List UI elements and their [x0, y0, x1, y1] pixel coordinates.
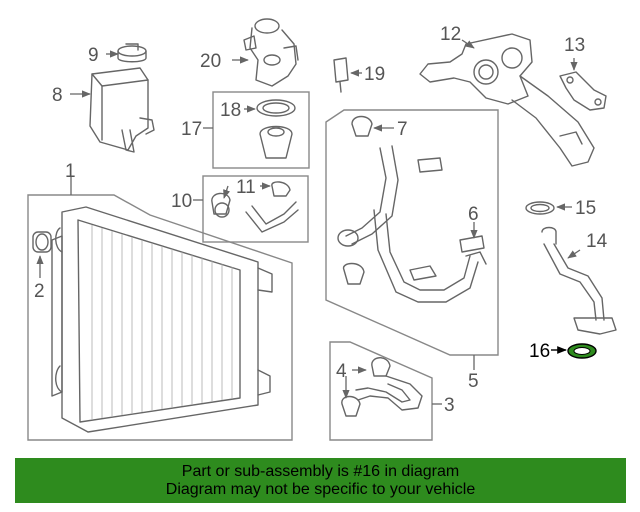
hose-assembly-box: [325, 109, 499, 356]
callout-4: 4: [336, 361, 347, 382]
radiator-group: 1: [27, 161, 293, 441]
callout-18: 18: [220, 100, 241, 121]
parts-diagram: 1 2 8 9 20 19: [27, 18, 617, 441]
thermostat-housing-part-20: 20: [200, 18, 299, 87]
seal-part-15: 15: [525, 198, 596, 219]
gasket-part-16: 16: [529, 341, 597, 362]
callout-7: 7: [397, 119, 408, 140]
banner-line-1: Part or sub-assembly is #16 in diagram: [181, 462, 460, 480]
callout-13: 13: [564, 35, 585, 56]
water-outlet-part-12: 12: [419, 24, 595, 167]
sensor-part-19: 19: [333, 57, 385, 93]
info-banner: Part or sub-assembly is #16 in diagram D…: [15, 458, 626, 503]
callout-11: 11: [236, 177, 256, 198]
callout-14: 14: [586, 231, 608, 252]
cap-part-9: 9: [88, 43, 147, 66]
hose-group-10: 11 10: [171, 175, 309, 243]
callout-20: 20: [200, 51, 221, 72]
thermostat-box: [212, 91, 310, 169]
callout-3: 3: [444, 395, 455, 416]
callout-15: 15: [575, 198, 596, 219]
radiator: [51, 206, 273, 433]
callout-1: 1: [65, 161, 76, 182]
gasket-part-18: [256, 99, 296, 117]
thermostat-group: 18 17: [181, 91, 310, 169]
callout-2: 2: [34, 281, 45, 302]
callout-12: 12: [440, 24, 461, 45]
hose-group-3: 4 3: [329, 341, 455, 441]
callout-8: 8: [52, 85, 63, 106]
callout-16: 16: [529, 341, 550, 362]
callout-5: 5: [468, 371, 479, 392]
hose-group-5: 7 6 5: [325, 109, 499, 392]
banner-line-2: Diagram may not be specific to your vehi…: [165, 480, 476, 498]
reservoir-part-8: 8: [52, 67, 155, 153]
callout-10: 10: [171, 191, 192, 212]
callout-17: 17: [181, 119, 202, 140]
grommet-part-2: 2: [32, 231, 52, 302]
bracket-part-13: 13: [559, 35, 607, 111]
lower-hose-box: [329, 341, 433, 441]
callout-9: 9: [88, 45, 99, 66]
callout-6: 6: [468, 204, 479, 225]
radiator-bracket-box: [27, 194, 293, 441]
callout-19: 19: [364, 64, 385, 85]
hose-box: [202, 175, 309, 243]
tube-part-14: 14: [541, 226, 617, 335]
